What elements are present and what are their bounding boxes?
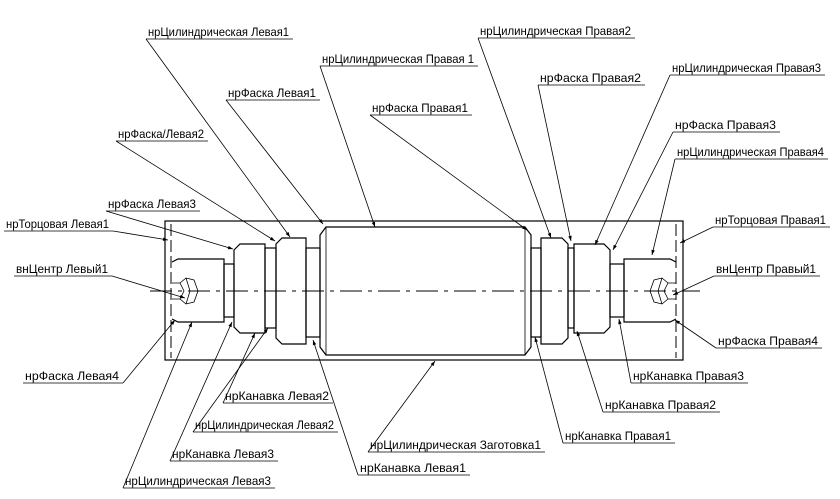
callout-label: нрКанавка Левая2 [225,389,329,403]
callout: нрКанавка Левая3 [169,321,278,462]
callout: нрКанавка Правая2 [576,330,720,413]
callout-label: нрФаска Левая3 [108,197,196,211]
leader-arrow [225,99,324,225]
callout-label: нрЦилиндрическая Правая 1 [322,52,474,66]
callout: внЦентр Правый1 [672,262,820,296]
callout: нрКанавка Левая1 [312,339,470,476]
callout: нрФаска Левая4 [23,319,176,384]
callout: нрФаска Правая2 [537,71,645,242]
callout: нрКанавка Правая1 [534,336,675,444]
leader-arrow [651,158,676,256]
callout: нрКанавка Левая2 [222,332,333,404]
leader-arrow [145,38,291,238]
callout: нрТорцовая Правая1 [679,213,830,244]
callout-label: нрФаска Правая1 [372,101,468,115]
callout-label: нрЦилиндрическая Левая1 [148,25,289,39]
leader-arrow [105,210,234,250]
callout-label: нрФаска Левая1 [228,86,316,100]
leader-arrow [369,114,528,231]
callout: нрЦилиндрическая Правая4 [651,145,828,256]
callout-label: нрКанавка Правая3 [633,369,744,383]
leader-arrow [612,131,674,251]
leader-arrow [576,330,604,413]
callout-label: нрТорцовая Правая1 [715,213,826,227]
leader-arrow [122,319,176,384]
callout-label: нрЦилиндрическая Левая2 [195,418,334,432]
leader-arrow [594,74,671,246]
callout-label: нрФаска/Левая2 [118,127,204,141]
annotation-labels: нрЦилиндрическая Левая1 нрЦилиндрическая … [4,24,830,489]
callout: нрФаска Левая1 [225,86,324,225]
leader-arrow [122,321,193,489]
callout: нрФаска Левая3 [105,197,234,250]
callout-label: нрЦилиндрическая Правая3 [672,61,821,75]
callout-label: нрЦилиндрическая Правая4 [677,145,824,159]
leader-arrow [169,321,233,462]
callout: нрФаска Правая4 [674,319,822,349]
leader-arrow [115,140,276,242]
callout-label: нрКанавка Левая1 [360,461,466,475]
leader-arrow [477,37,552,239]
leader-arrow [192,327,269,433]
leader-arrow [537,84,572,242]
callout: нрЦилиндрическая Заготовка1 [367,360,545,453]
callout: нрЦилиндрическая Правая2 [477,24,635,239]
callout-label: нрКанавка Левая3 [172,447,274,461]
callout-label: нрЦилиндрическая Правая2 [480,24,631,38]
callout-label: нрФаска Левая4 [25,369,119,383]
callout-label: внЦентр Правый1 [716,262,816,276]
callout: нрЦилиндрическая Левая1 [145,25,293,238]
leader-arrow [312,339,359,476]
callout: нрТорцовая Левая1 [4,217,169,241]
callout-label: нрКанавка Правая2 [605,398,716,412]
callout: нрФаска Правая1 [369,101,528,231]
callout: нрФаска/Левая2 [115,127,276,242]
leader-arrow [319,65,376,228]
shaft-part [171,226,677,356]
callout: нрЦилиндрическая Правая3 [594,61,825,246]
callout-label: нрЦилиндрическая Заготовка1 [370,438,541,452]
leader-arrow [672,275,715,296]
leader-arrow [111,275,186,299]
leader-arrow [618,318,632,384]
callout-label: нрКанавка Правая1 [565,429,671,443]
callout-label: нрФаска Правая2 [540,71,641,85]
callout: нрКанавка Правая3 [618,318,748,384]
callout: нрЦилиндрическая Правая 1 [319,52,478,228]
callout-label: нрТорцовая Левая1 [6,217,109,231]
callout-label: нрФаска Правая3 [675,118,776,132]
callout-label: внЦентр Левый1 [16,262,108,276]
callout: внЦентр Левый1 [14,262,186,299]
callout: нрЦилиндрическая Левая3 [122,321,275,489]
leader-arrow [534,336,564,444]
leader-arrow [367,360,436,453]
leader-arrow [679,226,714,244]
callout-label: нрФаска Правая4 [718,334,818,348]
leader-arrow [674,319,717,349]
callout-label: нрЦилиндрическая Левая3 [125,474,271,488]
leader-arrow [112,230,169,241]
callout: нрФаска Правая3 [612,118,780,251]
callout: нрЦилиндрическая Левая2 [192,327,338,433]
